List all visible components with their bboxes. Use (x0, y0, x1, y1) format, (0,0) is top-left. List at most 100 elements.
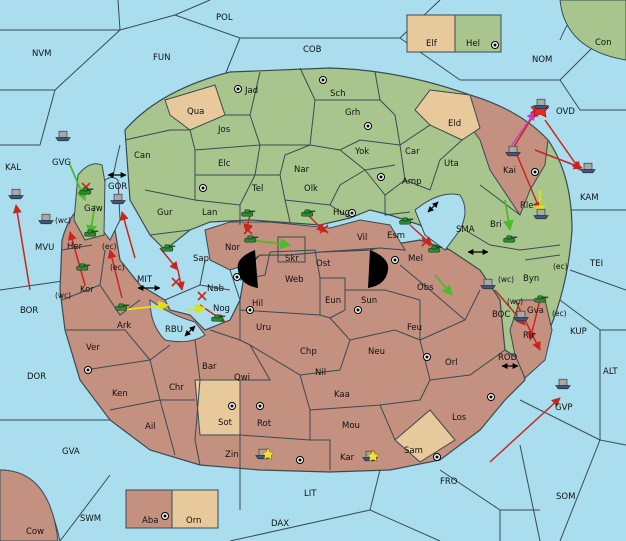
label-gvg: GVG (52, 158, 71, 168)
legend-aba-box (125, 489, 173, 529)
label-kar: Kar (340, 453, 355, 463)
label-dor: DOR (27, 372, 46, 382)
label-tei: TEI (589, 259, 603, 269)
supply-centers (84, 41, 539, 520)
label-skr: Skr (285, 254, 299, 264)
label-cow: Cow (26, 527, 44, 537)
label-wc-3: (wc) (498, 275, 514, 284)
label-mel: Mel (408, 254, 423, 264)
red-borders (61, 236, 506, 470)
province-sam[interactable] (394, 409, 456, 463)
label-neu: Neu (368, 347, 385, 357)
label-nab: Nab (207, 284, 224, 294)
label-mvu: MVU (35, 243, 54, 253)
passage-arrows (107, 172, 519, 369)
label-uru: Uru (256, 323, 271, 333)
label-alt: ALT (603, 367, 618, 377)
label-rot: Rot (257, 419, 272, 429)
label-nog: Nog (213, 304, 230, 314)
build-stars (261, 447, 380, 462)
black-bracket-east (368, 250, 389, 288)
label-gor: GOR (108, 182, 127, 192)
label-ken: Ken (112, 389, 128, 399)
label-hil: Hil (252, 299, 263, 309)
label-kal: KAL (5, 163, 21, 173)
label-rbu: RBU (165, 325, 183, 335)
label-kai: Kai (503, 166, 516, 176)
label-wc-1: (wc) (55, 216, 71, 225)
label-gva-land: Gva (527, 306, 544, 316)
label-gaw: Gaw (84, 204, 103, 214)
orders-magenta (511, 111, 536, 146)
label-wc-2: (wc) (55, 291, 71, 300)
label-her: Her (67, 242, 83, 252)
label-yok: Yok (354, 147, 369, 157)
label-sch: Sch (330, 89, 345, 99)
label-byn: Byn (523, 274, 539, 284)
label-nor: Nor (225, 243, 241, 253)
label-qua: Qua (187, 107, 204, 117)
province-qua[interactable] (164, 84, 226, 131)
label-swm: SWM (80, 514, 101, 524)
green-borders (124, 67, 561, 261)
black-bracket-west (237, 250, 258, 288)
label-ec-1: (ec) (102, 242, 117, 251)
label-rir: Rir (523, 331, 535, 341)
label-lan: Lan (202, 208, 217, 218)
label-boc: BOC (492, 310, 510, 320)
label-lit: LIT (304, 489, 317, 499)
label-ec-3: (ec) (553, 262, 568, 271)
label-pol: POL (216, 13, 233, 23)
label-amp: Amp (402, 177, 422, 187)
legend-elf-label: Elf (426, 39, 438, 49)
label-nvm: NVM (32, 49, 52, 59)
label-sam: Sam (404, 446, 423, 456)
label-sma: SMA (456, 225, 475, 235)
sea-gor[interactable] (103, 177, 121, 241)
label-vil: Vil (357, 233, 367, 243)
label-jad: Jad (244, 86, 258, 96)
label-eld: Eld (448, 119, 461, 129)
label-qwi: Qwi (234, 373, 250, 383)
legend-orn-label: Orn (186, 516, 201, 526)
label-ovd: OVD (556, 107, 575, 117)
label-ec-4: (ec) (552, 309, 567, 318)
label-ver: Ver (86, 343, 100, 353)
label-con: Con (595, 38, 612, 48)
label-mit: MIT (137, 275, 153, 285)
label-ec-2: (ec) (110, 263, 125, 272)
label-kam: KAM (580, 193, 599, 203)
label-nil: Nil (315, 368, 326, 378)
label-ail: Ail (145, 422, 156, 432)
label-web: Web (285, 275, 304, 285)
legend-hel-label: Hel (466, 39, 480, 49)
label-hug: Hug (333, 208, 350, 218)
label-sap: Sap (193, 254, 209, 264)
sea-sma[interactable] (414, 193, 466, 251)
label-mou: Mou (342, 421, 360, 431)
label-fun: FUN (153, 53, 170, 63)
label-kor: Kor (80, 285, 94, 295)
label-esm: Esm (387, 231, 405, 241)
label-olk: Olk (304, 184, 318, 194)
legend-orn-box (171, 489, 219, 529)
label-elc: Elc (218, 159, 231, 169)
label-tel: Tel (251, 184, 263, 194)
label-bor: BOR (20, 306, 38, 316)
label-uta: Uta (444, 159, 459, 169)
legend-aba-label: Aba (142, 516, 158, 526)
legend-elf-box (406, 14, 456, 53)
label-feu: Feu (407, 323, 422, 333)
sea-labels: POL COB FUN NVM NOM Con KAL GVG GOR MVU … (5, 13, 618, 537)
label-gur: Gur (157, 208, 173, 218)
legend-labels: Elf Hel Aba Orn (142, 39, 480, 526)
land-labels: Jad Sch Qua Jos Grh Eld Can Yok Car Elc … (67, 86, 544, 463)
label-gvp: GVP (555, 403, 573, 413)
label-chp: Chp (300, 347, 317, 357)
label-kup: KUP (570, 327, 587, 337)
label-los: Los (452, 413, 467, 423)
label-car: Car (405, 147, 420, 157)
label-fro: FRO (440, 477, 458, 487)
label-dax: DAX (271, 519, 289, 529)
